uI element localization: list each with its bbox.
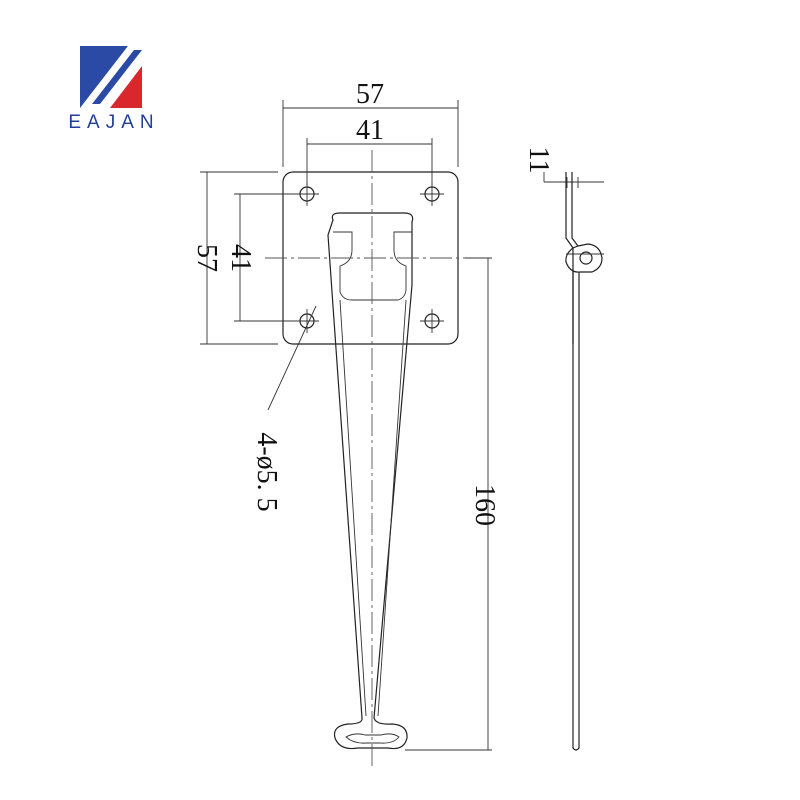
side-plate (565, 172, 579, 344)
brand-name: EAJAN (68, 112, 160, 133)
front-view (265, 150, 478, 770)
dim-length: 160 (469, 484, 500, 526)
side-hinge-pin (579, 251, 593, 265)
side-view (565, 172, 604, 751)
eajan-logo (80, 46, 142, 108)
side-hinge (565, 243, 603, 273)
logo-blue-slash (92, 50, 142, 104)
logo-red-triangle (110, 66, 142, 108)
dimension-lines (200, 100, 604, 751)
dim-plate-width: 57 (356, 79, 384, 110)
dim-holes: 4-ø5. 5 (251, 432, 282, 511)
arm-inner-fold (333, 231, 412, 301)
side-arm (572, 272, 580, 751)
dim-hole-spacing-x: 41 (356, 115, 384, 146)
logo-blue-triangle (80, 46, 128, 108)
arm-end-slot (345, 733, 400, 744)
arm-outline (327, 212, 414, 750)
mounting-holes (295, 182, 444, 333)
dim-hole-spacing-y: 41 (225, 244, 256, 272)
dim-thickness: 11 (523, 147, 554, 174)
dim-plate-height: 57 (191, 244, 222, 272)
